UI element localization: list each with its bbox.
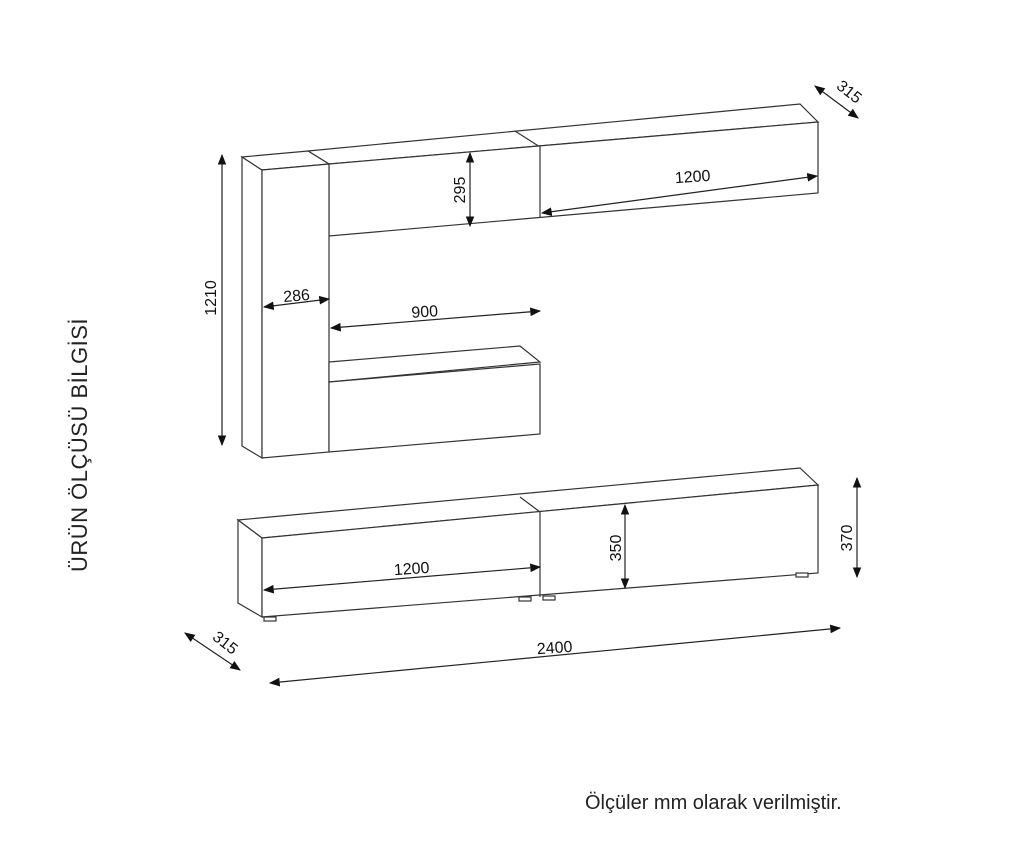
lower-front-height-label: 350 bbox=[608, 535, 625, 562]
units-note: Ölçüler mm olarak verilmiştir. bbox=[585, 792, 842, 814]
gap-width-label: 900 bbox=[411, 303, 439, 322]
column-front bbox=[261, 163, 330, 459]
column-side bbox=[241, 155, 263, 460]
column-width-label: 286 bbox=[283, 287, 311, 306]
lower-depth-label: 315 bbox=[209, 629, 241, 659]
lower-cabinet-width-label: 1200 bbox=[393, 560, 430, 579]
total-height-label: 1210 bbox=[203, 280, 220, 316]
lower-total-height-label: 370 bbox=[839, 525, 856, 552]
upper-cabinet-width-label: 1200 bbox=[674, 168, 711, 187]
dimension-lines bbox=[184, 85, 862, 687]
shelf-top bbox=[328, 345, 542, 383]
shelf-front bbox=[328, 363, 541, 453]
upper-cabinet-height-label: 295 bbox=[452, 177, 469, 204]
tv-unit bbox=[236, 467, 820, 622]
wall-unit bbox=[240, 103, 820, 460]
total-width-label: 2400 bbox=[536, 639, 573, 658]
